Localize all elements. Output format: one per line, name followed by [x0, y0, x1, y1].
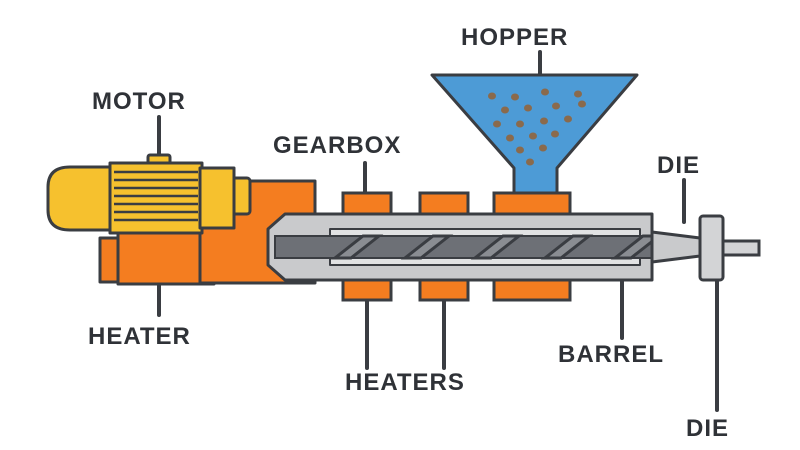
motor-cooling-fins [114, 170, 198, 222]
leader-lines [157, 50, 719, 412]
label-die-bottom: DIE [686, 415, 730, 442]
pellet [574, 90, 582, 98]
die-nozzle [721, 239, 761, 257]
pellet [564, 115, 572, 123]
screw-flight [540, 234, 594, 260]
label-hopper: HOPPER [461, 24, 569, 51]
pellet [516, 120, 524, 128]
label-barrel: BARREL [558, 341, 664, 368]
pellet [552, 102, 560, 110]
motor-endcap [46, 165, 120, 232]
pellet [551, 130, 559, 138]
pellet [493, 120, 501, 128]
label-motor: MOTOR [92, 88, 186, 115]
motor [46, 153, 252, 235]
pellet [540, 117, 548, 125]
pellet [539, 144, 547, 152]
pellet [506, 134, 514, 142]
label-die-top: DIE [657, 152, 701, 179]
pellet [511, 93, 519, 101]
pellet [529, 132, 537, 140]
motor-body [108, 161, 204, 235]
hopper-pellets [488, 88, 586, 166]
pellet [524, 104, 532, 112]
die [698, 214, 761, 282]
label-gearbox: GEARBOX [273, 132, 402, 159]
motor-flange [198, 166, 236, 230]
screw-shaft [274, 235, 676, 259]
heater-bands [341, 191, 572, 302]
pellet [488, 92, 496, 100]
pellet [541, 88, 549, 96]
label-heater: HEATER [88, 323, 191, 350]
screw-flight [470, 234, 524, 260]
label-heaters: HEATERS [345, 369, 465, 396]
pellet [516, 146, 524, 154]
screw-flight [400, 234, 454, 260]
pellet [578, 100, 586, 108]
screw-flights [330, 234, 664, 260]
screw-flight [330, 234, 384, 260]
die-plate [698, 214, 725, 282]
pellet [526, 158, 534, 166]
screw [274, 230, 702, 264]
screw-tip [650, 230, 702, 264]
pellet [501, 106, 509, 114]
